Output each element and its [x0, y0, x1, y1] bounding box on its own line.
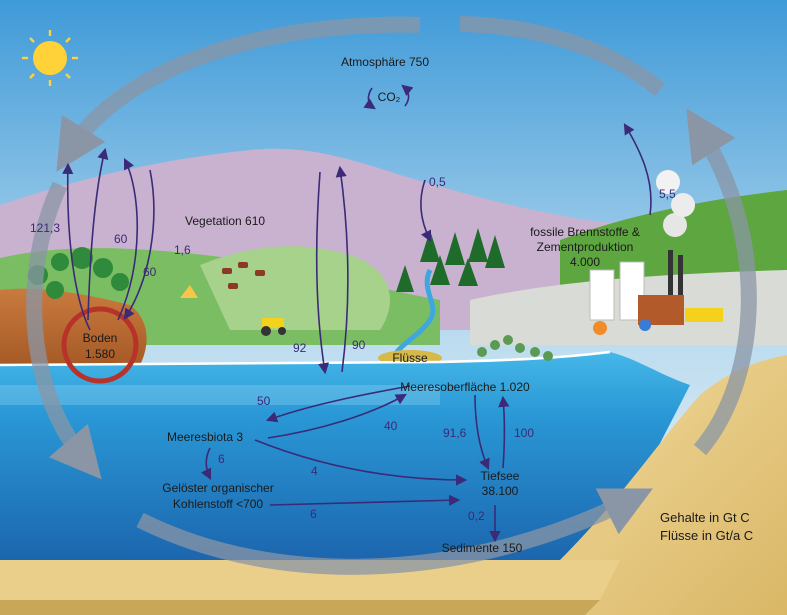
flux-value-100: 100	[514, 426, 534, 440]
flux-arrow-55	[623, 123, 652, 216]
co2-arrow-left	[363, 87, 376, 110]
label-soil-value: 1.580	[85, 347, 115, 361]
flux-arrow-60a	[87, 147, 109, 321]
label-fossil-3: 4.000	[570, 255, 600, 269]
mixed-layer	[0, 385, 440, 405]
flux-arrow-40	[267, 393, 407, 439]
label-doc-1: Gelöster organischer	[162, 481, 273, 495]
flux-value-55: 5,5	[659, 187, 676, 201]
flux-arrow-90	[335, 165, 349, 373]
label-fossil-1: fossile Brennstoffe &	[530, 225, 640, 239]
flux-value-90: 90	[352, 338, 366, 352]
legend-contents: Gehalte in Gt C	[660, 510, 750, 525]
flux-value-50: 50	[257, 394, 271, 408]
label-co2: CO₂	[378, 90, 401, 104]
flux-value-60a: 60	[114, 232, 128, 246]
flux-arrow-916	[474, 394, 490, 471]
label-deep-sea: Tiefsee	[481, 469, 520, 483]
label-surface-ocean: Meeresoberfläche 1.020	[400, 380, 530, 394]
river	[392, 268, 436, 357]
flux-value-121: 121,3	[30, 221, 60, 235]
label-deep-sea-value: 38.100	[482, 484, 519, 498]
flux-arrow-4	[254, 439, 468, 486]
flux-arrow-05	[420, 179, 432, 243]
ocean-surface-line	[0, 350, 611, 367]
label-atmosphere: Atmosphäre 750	[341, 55, 429, 69]
flux-value-16: 1,6	[174, 243, 191, 257]
flux-arrow-6a	[200, 447, 212, 481]
flux-arrows	[62, 84, 652, 543]
label-vegetation: Vegetation 610	[185, 214, 265, 228]
label-marine-biota: Meeresbiota 3	[167, 430, 243, 444]
flux-value-4: 4	[311, 464, 318, 478]
flux-value-916: 91,6	[443, 426, 467, 440]
flux-value-6b: 6	[310, 507, 317, 521]
seafloor-bottom	[0, 560, 620, 600]
seafloor-edge	[0, 600, 600, 615]
label-rivers: Flüsse	[392, 351, 428, 365]
tractor-icon	[261, 318, 286, 336]
flux-value-05: 0,5	[429, 175, 446, 189]
label-fossil-2: Zementproduktion	[537, 240, 634, 254]
flux-value-02: 0,2	[468, 509, 485, 523]
sun-icon	[22, 30, 78, 86]
flux-arrow-16	[123, 169, 155, 320]
flux-arrow-92	[315, 171, 330, 375]
flux-value-6a: 6	[218, 452, 225, 466]
flux-arrow-121	[62, 162, 91, 331]
carbon-cycle-ring	[26, 16, 757, 575]
flux-arrow-6b	[269, 494, 461, 506]
fire-icon	[180, 285, 198, 298]
flux-value-92: 92	[293, 341, 307, 355]
label-soil: Boden	[83, 331, 118, 345]
flux-value-60b: 60	[143, 265, 157, 279]
ocean	[0, 352, 690, 560]
flux-value-40: 40	[384, 419, 398, 433]
label-doc-2: Kohlenstoff <700	[173, 497, 264, 511]
flux-arrow-50	[265, 385, 411, 423]
flux-arrow-100	[498, 395, 510, 469]
flux-arrow-60b	[117, 157, 139, 321]
city-icon	[589, 170, 723, 335]
legend-fluxes: Flüsse in Gt/a C	[660, 528, 753, 543]
label-sediments: Sedimente 150	[442, 541, 523, 555]
cattle-icon	[222, 262, 265, 289]
co2-arrow-right	[401, 84, 414, 107]
soil-highlight-ring	[61, 306, 139, 384]
